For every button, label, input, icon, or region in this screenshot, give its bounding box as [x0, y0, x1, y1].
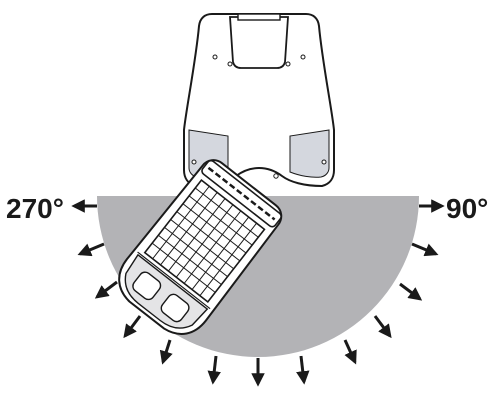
robot-mower-icon — [118, 159, 283, 335]
mower-cover-icon — [183, 13, 335, 188]
angle-label-270: 270° — [6, 193, 64, 224]
arrow-icon — [71, 199, 445, 387]
angle-label-90: 90° — [446, 193, 489, 224]
